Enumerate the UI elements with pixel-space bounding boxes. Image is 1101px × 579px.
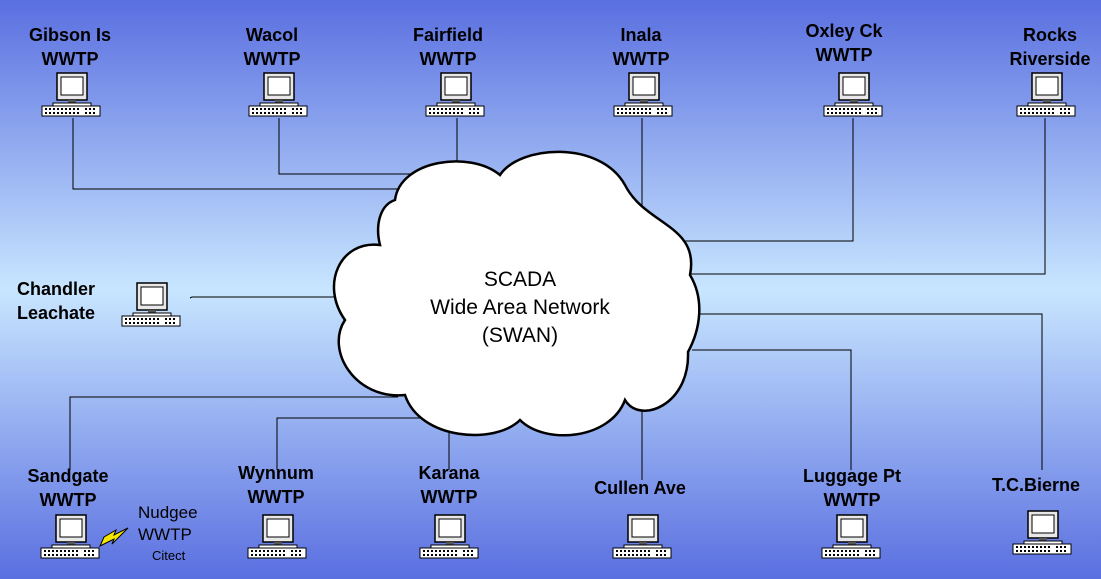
computer-icon [425,72,485,118]
site-type: Leachate [17,303,96,323]
site-label-wynnum: Wynnum WWTP [238,461,314,509]
site-type: WWTP [823,490,881,510]
site-label-tcbierne: T.C.Bierne [992,473,1080,497]
site-name: Oxley Ck [805,21,883,41]
site-label-wacol: Wacol WWTP [244,23,301,71]
site-name: Chandler [17,279,96,299]
computer-icon [612,514,672,560]
computer-icon [121,282,181,328]
cloud-line3: (SWAN) [481,324,559,347]
site-name: Gibson Is [28,25,112,45]
site-label-chandler: Chandler Leachate [17,277,95,325]
link-wacol [278,118,430,175]
site-name: Sandgate [27,466,109,486]
site-name: Luggage Pt [803,466,901,486]
link-sandgate [69,396,398,470]
site-type: WWTP [815,45,873,65]
computer-icon [613,72,673,118]
cloud-label: SCADA Wide Area Network (SWAN) [430,266,610,350]
link-luggage [692,349,852,470]
site-label-karana: Karana WWTP [418,461,479,509]
site-label-gibson: Gibson Is WWTP [29,23,111,71]
nudgee-name: Nudgee [138,503,198,522]
computer-icon [247,514,307,560]
computer-icon [821,514,881,560]
site-type: WWTP [420,487,478,507]
site-name: T.C.Bierne [991,475,1081,495]
link-oxley [685,118,854,242]
nudgee-label: Nudgee WWTP [138,502,198,546]
site-label-inala: Inala WWTP [613,23,670,71]
computer-icon [419,514,479,560]
computer-icon [1016,72,1076,118]
link-wynnum [276,417,430,470]
site-label-fairfield: Fairfield WWTP [413,23,483,71]
site-type: WWTP [247,487,305,507]
site-type: WWTP [243,49,301,69]
site-label-rocks: Rocks Riverside [1009,23,1090,71]
site-label-sandgate: Sandgate WWTP [27,464,108,512]
site-name: Wacol [245,25,299,45]
link-rocks [690,118,1046,275]
site-label-cullen: Cullen Ave [594,476,686,500]
site-type: Riverside [1009,49,1091,69]
site-name: Karana [418,463,480,483]
site-type: WWTP [612,49,670,69]
computer-icon [1012,510,1072,556]
computer-icon [248,72,308,118]
site-type: WWTP [39,490,97,510]
link-chandler [189,296,338,299]
site-label-oxley: Oxley Ck WWTP [805,19,882,67]
site-label-luggage: Luggage Pt WWTP [803,464,901,512]
site-name: Fairfield [412,25,484,45]
site-type: WWTP [41,49,99,69]
site-name: Inala [620,25,662,45]
network-cloud [332,150,701,437]
link-gibson [72,118,420,190]
nudgee-type: WWTP [138,525,192,544]
cloud-line1: SCADA [483,268,557,291]
site-type: WWTP [419,49,477,69]
citect-label: Citect [152,548,186,563]
link-tcbierne [692,313,1043,470]
computer-icon [40,514,100,560]
site-name: Wynnum [238,463,314,483]
computer-icon [41,72,101,118]
site-name: Cullen Ave [594,478,686,498]
lightning-link-icon [98,527,129,548]
cloud-line2: Wide Area Network [430,296,610,319]
site-name: Rocks [1022,25,1078,45]
computer-icon [823,72,883,118]
